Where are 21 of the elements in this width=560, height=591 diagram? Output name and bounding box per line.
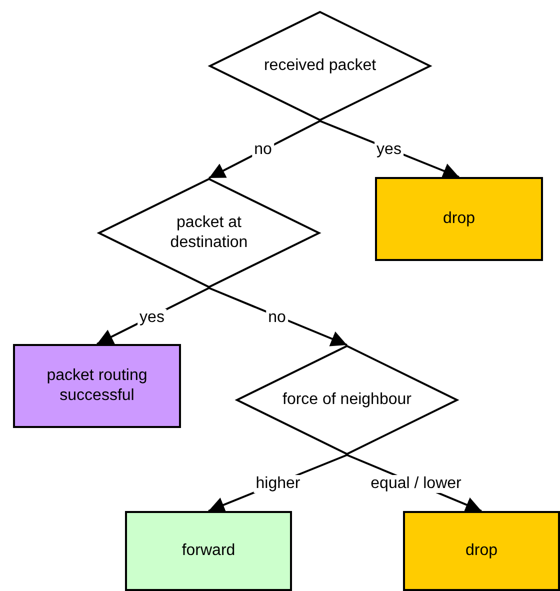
node-label: forward: [182, 541, 236, 561]
process-box: [13, 344, 181, 428]
edge-label: yes: [374, 141, 404, 159]
edge-label: equal / lower: [368, 475, 464, 493]
node-label: drop: [442, 209, 476, 229]
node-label: packet at destination: [169, 213, 249, 253]
node-label: drop: [465, 541, 498, 561]
arrow: [208, 287, 348, 346]
decision-diamond: [209, 11, 431, 121]
edge-label: yes: [138, 309, 166, 327]
process-box: [375, 177, 543, 261]
node-label: received packet: [264, 56, 376, 76]
arrow: [208, 120, 320, 179]
edge-label: no: [252, 141, 274, 159]
edge-label: higher: [254, 475, 302, 493]
decision-diamond: [236, 345, 458, 455]
node-label: force of neighbour: [282, 390, 412, 410]
process-box: [403, 511, 560, 591]
process-box: [125, 511, 292, 591]
node-label: packet routing successful: [46, 366, 148, 406]
decision-diamond: [98, 178, 320, 288]
